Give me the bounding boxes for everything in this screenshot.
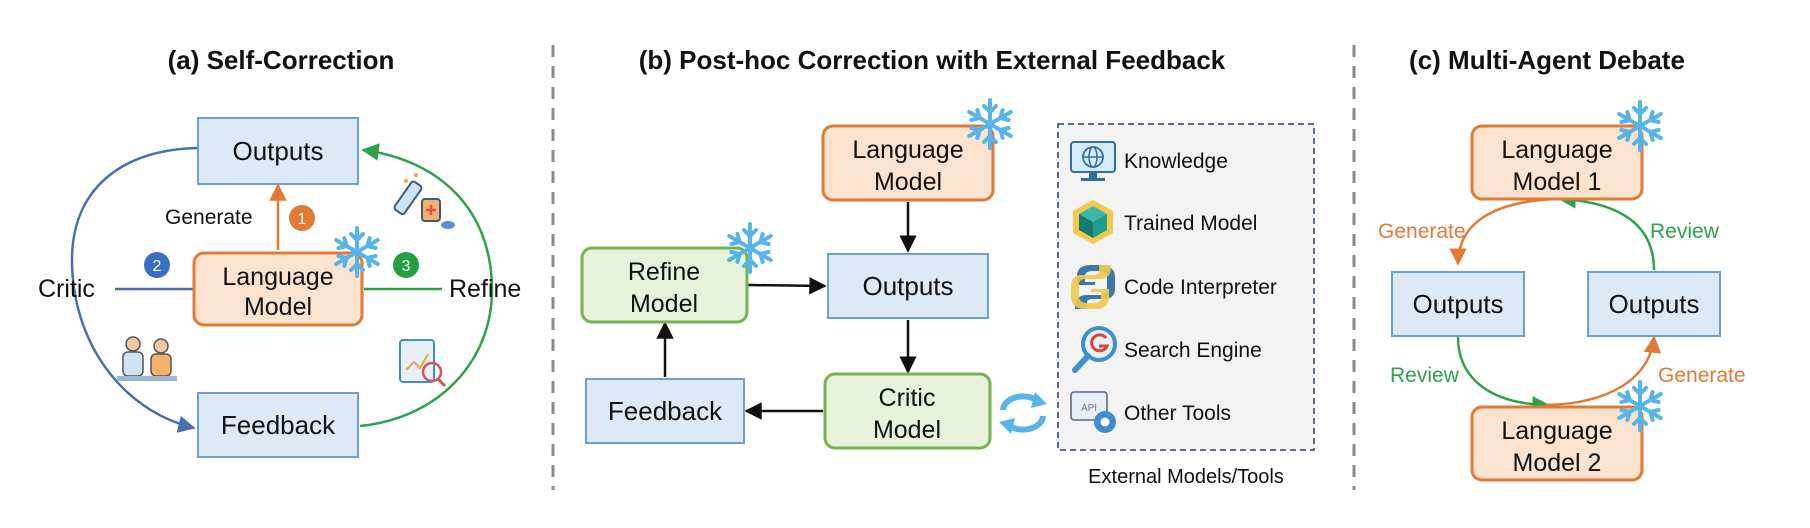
review-bottom-arrow [1456,336,1550,414]
language-model-2-label-line1: Language [1501,417,1612,445]
language-model-2-label-line2: Model 2 [1513,449,1602,477]
panel-self-correction: (a) Self-Correction Outputs Language Mod… [38,45,521,458]
critic-model-box [823,372,992,450]
tool-knowledge: Knowledge [1070,141,1228,181]
outputs-right-label: Outputs [1608,289,1699,319]
language-model-box [821,124,995,202]
panel-b-title: (b) Post-hoc Correction with External Fe… [639,45,1226,75]
review-top-arrow [1558,191,1656,271]
generate-top-label: Generate [1378,220,1466,243]
feedback-box [585,378,745,444]
feedback-box [197,392,359,458]
badge-step-2-label: 2 [153,258,162,275]
badge-step-3 [393,252,419,278]
cube-icon [1073,200,1113,244]
feedback-label: Feedback [608,396,723,426]
medicine-icon [393,173,455,229]
panel-multi-agent-debate: (c) Multi-Agent Debate Language Model 1 … [1378,45,1746,482]
badge-step-2 [144,252,170,278]
panel-post-hoc-correction: (b) Post-hoc Correction with External Fe… [580,45,1315,488]
tool-label: Knowledge [1124,150,1228,173]
language-model-1-label-line2: Model 1 [1513,168,1602,196]
tool-other-tools: API Other Tools [1070,391,1231,433]
doctor-patient-icon [117,336,177,381]
language-model-box [192,251,364,327]
external-tools-caption: External Models/Tools [1088,466,1284,488]
language-model-2-box [1470,405,1644,482]
generate-bottom-arrow [1544,335,1662,407]
monitor-globe-icon [1070,141,1116,181]
outputs-box [197,117,359,185]
refine-to-outputs-arrow [747,277,827,295]
tool-label: Search Engine [1124,339,1262,362]
refine-label: Refine [449,275,521,303]
refine-model-label-line1: Refine [628,258,700,286]
tool-code-interpreter: Code Interpreter [1071,265,1277,309]
api-gear-icon: API [1070,391,1116,433]
generate-bottom-label: Generate [1658,364,1746,387]
critic-model-label-line1: Critic [879,384,936,412]
language-model-label-line1: Language [852,136,963,164]
review-top-label: Review [1650,220,1720,243]
svg-text:API: API [1081,403,1097,414]
outputs-left-label: Outputs [1412,289,1503,319]
outputs-left-box [1391,271,1525,337]
language-model-label-line1: Language [222,263,333,291]
language-model-1-box [1470,124,1644,201]
report-magnifier-icon [399,339,447,388]
language-model-label-line2: Model [244,293,312,321]
sync-arrows-icon [999,392,1047,434]
python-icon [1071,265,1115,309]
tool-label: Trained Model [1124,212,1257,235]
panel-c-title: (c) Multi-Agent Debate [1409,45,1685,75]
review-bottom-label: Review [1390,364,1460,387]
tool-label: Other Tools [1124,402,1231,425]
critic-loop-arrow [70,146,198,433]
refine-loop-arrow [359,143,494,428]
feedback-label: Feedback [221,410,336,440]
critic-label: Critic [38,275,95,303]
outputs-right-box [1587,271,1721,337]
outputs-label: Outputs [232,136,323,166]
language-model-label-line2: Model [874,168,942,196]
outputs-box [827,253,989,319]
badge-step-1 [289,205,315,231]
panel-a-title: (a) Self-Correction [168,45,395,75]
critic-model-label-line2: Model [873,416,941,444]
refine-model-label-line2: Model [630,290,698,318]
tool-search-engine: Search Engine [1072,326,1262,373]
tool-label: Code Interpreter [1124,276,1277,299]
search-google-icon [1072,326,1117,373]
badge-step-3-label: 3 [402,258,411,275]
refine-model-box [580,246,749,324]
tool-trained-model: Trained Model [1073,200,1257,244]
generate-top-arrow [1449,197,1556,266]
badge-step-1-label: 1 [298,211,307,228]
generate-label: Generate [165,206,253,229]
language-model-1-label-line1: Language [1501,136,1612,164]
outputs-label: Outputs [862,271,953,301]
